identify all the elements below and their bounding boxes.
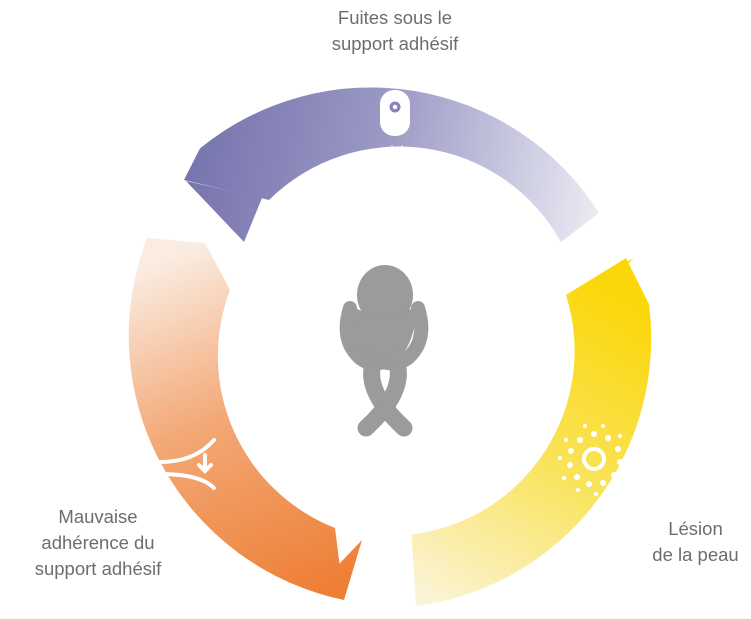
- segment-adhesion-arc: [128, 238, 344, 600]
- discomfort-person-icon: [339, 265, 429, 437]
- label-skin: Lésion de la peau: [640, 516, 751, 568]
- label-leakage: Fuites sous le support adhésif: [270, 5, 520, 57]
- label-adhesion-line-3: support adhésif: [34, 558, 162, 579]
- segment-leakage-arrowhead: [186, 181, 262, 242]
- segment-leakage-arc: [184, 87, 599, 242]
- label-adhesion: Mauvaise adhérence du support adhésif: [0, 504, 196, 582]
- pouch-leak-icon: [375, 90, 410, 164]
- label-leakage-line-2: support adhésif: [331, 33, 459, 54]
- segment-leakage: [184, 87, 599, 242]
- label-leakage-line-1: Fuites sous le: [337, 7, 453, 28]
- label-adhesion-line-2: adhérence du: [41, 532, 155, 553]
- label-adhesion-line-1: Mauvaise: [58, 506, 138, 527]
- segment-skin-arrowhead: [566, 258, 634, 302]
- label-skin-line-1: Lésion: [668, 518, 723, 539]
- label-skin-line-2: de la peau: [652, 544, 739, 565]
- segment-adhesion: [128, 238, 362, 600]
- poor-adhesion-icon: [158, 438, 216, 490]
- skin-irritation-icon: [558, 424, 630, 496]
- segment-skin-arc: [411, 258, 652, 606]
- segment-skin: [411, 258, 652, 606]
- segment-adhesion-arrowhead: [320, 540, 362, 600]
